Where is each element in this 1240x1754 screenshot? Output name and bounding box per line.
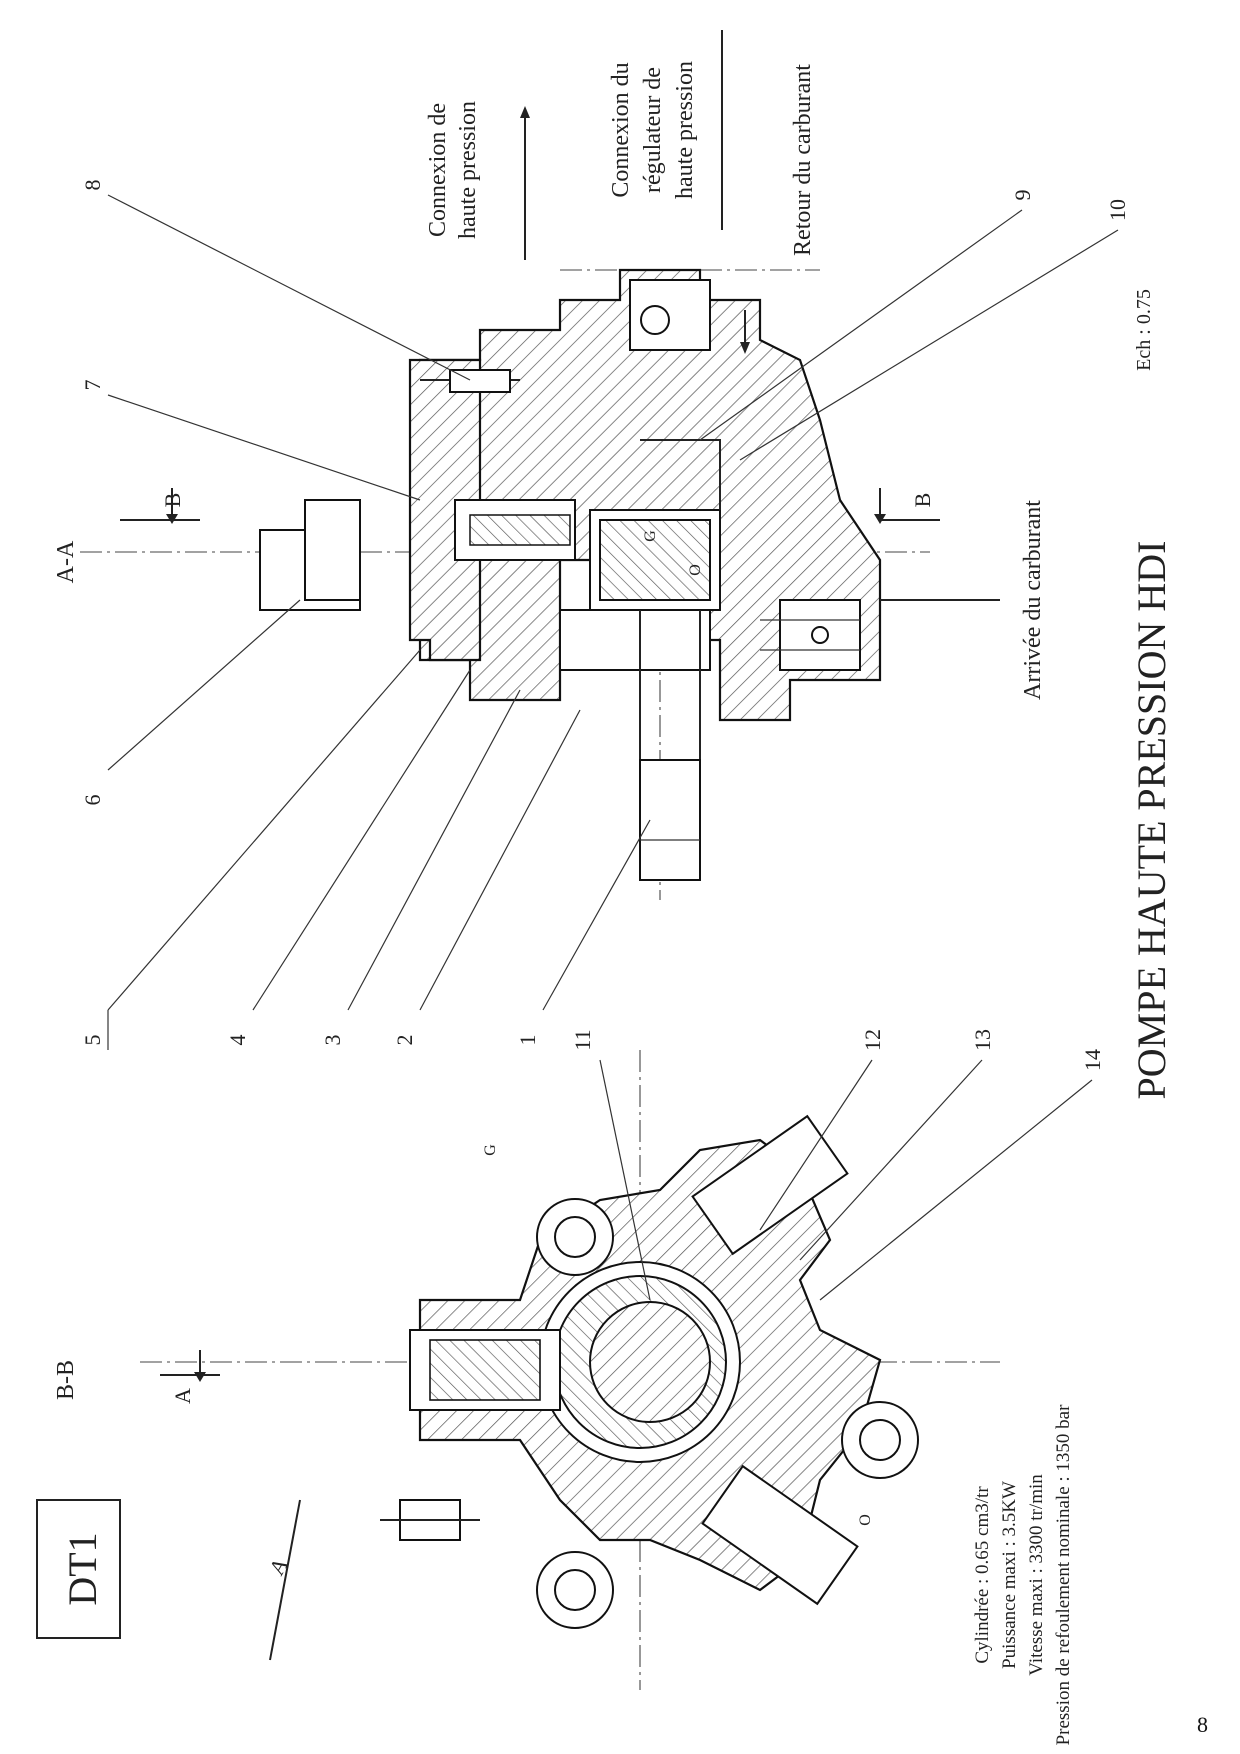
callout-13: 13 bbox=[970, 1029, 995, 1051]
cut-label-b-bottom: B bbox=[910, 493, 935, 508]
callout-2: 2 bbox=[392, 1035, 417, 1046]
cut-arrow-head bbox=[166, 514, 178, 524]
callout-leader bbox=[107, 599, 301, 771]
cut-label-b-top: B bbox=[160, 493, 185, 508]
scale-label: Ech : 0.75 bbox=[1133, 289, 1155, 371]
point-label-o-bb: O bbox=[857, 1514, 874, 1526]
mount-hole bbox=[859, 1419, 901, 1461]
pump-head bbox=[408, 358, 482, 662]
callout-leader bbox=[599, 1059, 651, 1301]
callout-leader bbox=[107, 394, 421, 501]
callout-8: 8 bbox=[80, 180, 105, 191]
callout-6: 6 bbox=[80, 795, 105, 806]
point-label-o: O bbox=[687, 564, 704, 576]
sheet-tag: DT1 bbox=[60, 1532, 105, 1605]
callout-11: 11 bbox=[570, 1029, 595, 1050]
mount-hole bbox=[554, 1569, 596, 1611]
cut-arrow-head bbox=[194, 1372, 206, 1382]
shaft-section bbox=[589, 1301, 711, 1423]
callout-leader bbox=[799, 1059, 983, 1261]
callout-leader bbox=[699, 209, 1023, 441]
label-connexion-hp-1: Connexion de bbox=[425, 103, 451, 237]
callout-leader bbox=[107, 194, 471, 381]
plunger bbox=[469, 514, 571, 546]
piston bbox=[429, 1339, 541, 1401]
spec-puissance: Puissance maxi : 3.5KW bbox=[999, 1481, 1020, 1669]
callout-3: 3 bbox=[320, 1035, 345, 1046]
spec-vitesse: Vitesse maxi : 3300 tr/min bbox=[1026, 1474, 1047, 1676]
callout-5: 5 bbox=[80, 1035, 105, 1046]
hp-arrow-head bbox=[520, 106, 530, 118]
callout-leader bbox=[739, 229, 1119, 461]
cut-line-a bbox=[269, 1499, 301, 1661]
sheet-tag-box bbox=[36, 1499, 121, 1639]
shaft-end bbox=[639, 759, 701, 881]
view-title-bb: B-B bbox=[53, 1360, 79, 1400]
eccentric-ring bbox=[599, 519, 711, 601]
callouts: 5 4 3 2 1 6 7 8 9 10 11 12 13 14 bbox=[80, 180, 1130, 1301]
callout-14: 14 bbox=[1080, 1049, 1105, 1071]
cut-arrow-head bbox=[874, 514, 886, 524]
callout-1: 1 bbox=[515, 1035, 540, 1046]
callout-leader bbox=[419, 709, 581, 1011]
label-regulateur-3: haute pression bbox=[672, 61, 698, 199]
callout-10: 10 bbox=[1105, 199, 1130, 221]
callout-12: 12 bbox=[860, 1029, 885, 1051]
callout-leader bbox=[107, 649, 421, 1011]
hp-valve bbox=[449, 369, 511, 393]
label-arrivee-carburant: Arrivée du carburant bbox=[1020, 500, 1046, 700]
spec-cylindree: Cylindrée : 0.65 cm3/tr bbox=[972, 1486, 993, 1664]
regulator-port bbox=[640, 305, 670, 335]
callout-leader bbox=[347, 689, 521, 1011]
shaft-bore bbox=[559, 609, 711, 671]
section-bb-view bbox=[140, 1050, 1000, 1690]
point-label-g-bb: G bbox=[482, 1144, 499, 1156]
label-regulateur-1: Connexion du bbox=[608, 62, 634, 197]
callout-leader bbox=[542, 819, 651, 1011]
page-number: 8 bbox=[1197, 1712, 1208, 1737]
label-connexion-hp-2: haute pression bbox=[455, 101, 481, 239]
callout-7: 7 bbox=[80, 380, 105, 391]
section-aa-view bbox=[80, 268, 930, 900]
callout-4: 4 bbox=[225, 1035, 250, 1046]
label-retour-carburant: Retour du carburant bbox=[790, 64, 816, 256]
return-arrow-head bbox=[740, 342, 750, 354]
spec-pression: Pression de refoulement nominale : 1350 … bbox=[1053, 1404, 1074, 1746]
callout-leader bbox=[252, 669, 471, 1011]
cylinder-lower bbox=[701, 1464, 859, 1606]
point-label-g: G bbox=[642, 530, 659, 542]
outlet-nut bbox=[304, 499, 361, 601]
callout-leader bbox=[759, 1059, 873, 1231]
drawing-title: POMPE HAUTE PRESSION HDI bbox=[1129, 541, 1174, 1100]
mount-hole bbox=[554, 1216, 596, 1258]
callout-leader bbox=[819, 1079, 1093, 1301]
inlet-port bbox=[811, 626, 829, 644]
view-title-aa: A-A bbox=[53, 540, 79, 583]
cut-label-a-top: A bbox=[170, 1388, 195, 1404]
callout-9: 9 bbox=[1010, 190, 1035, 201]
label-regulateur-2: régulateur de bbox=[640, 67, 666, 193]
cylinder-upper bbox=[691, 1114, 849, 1256]
